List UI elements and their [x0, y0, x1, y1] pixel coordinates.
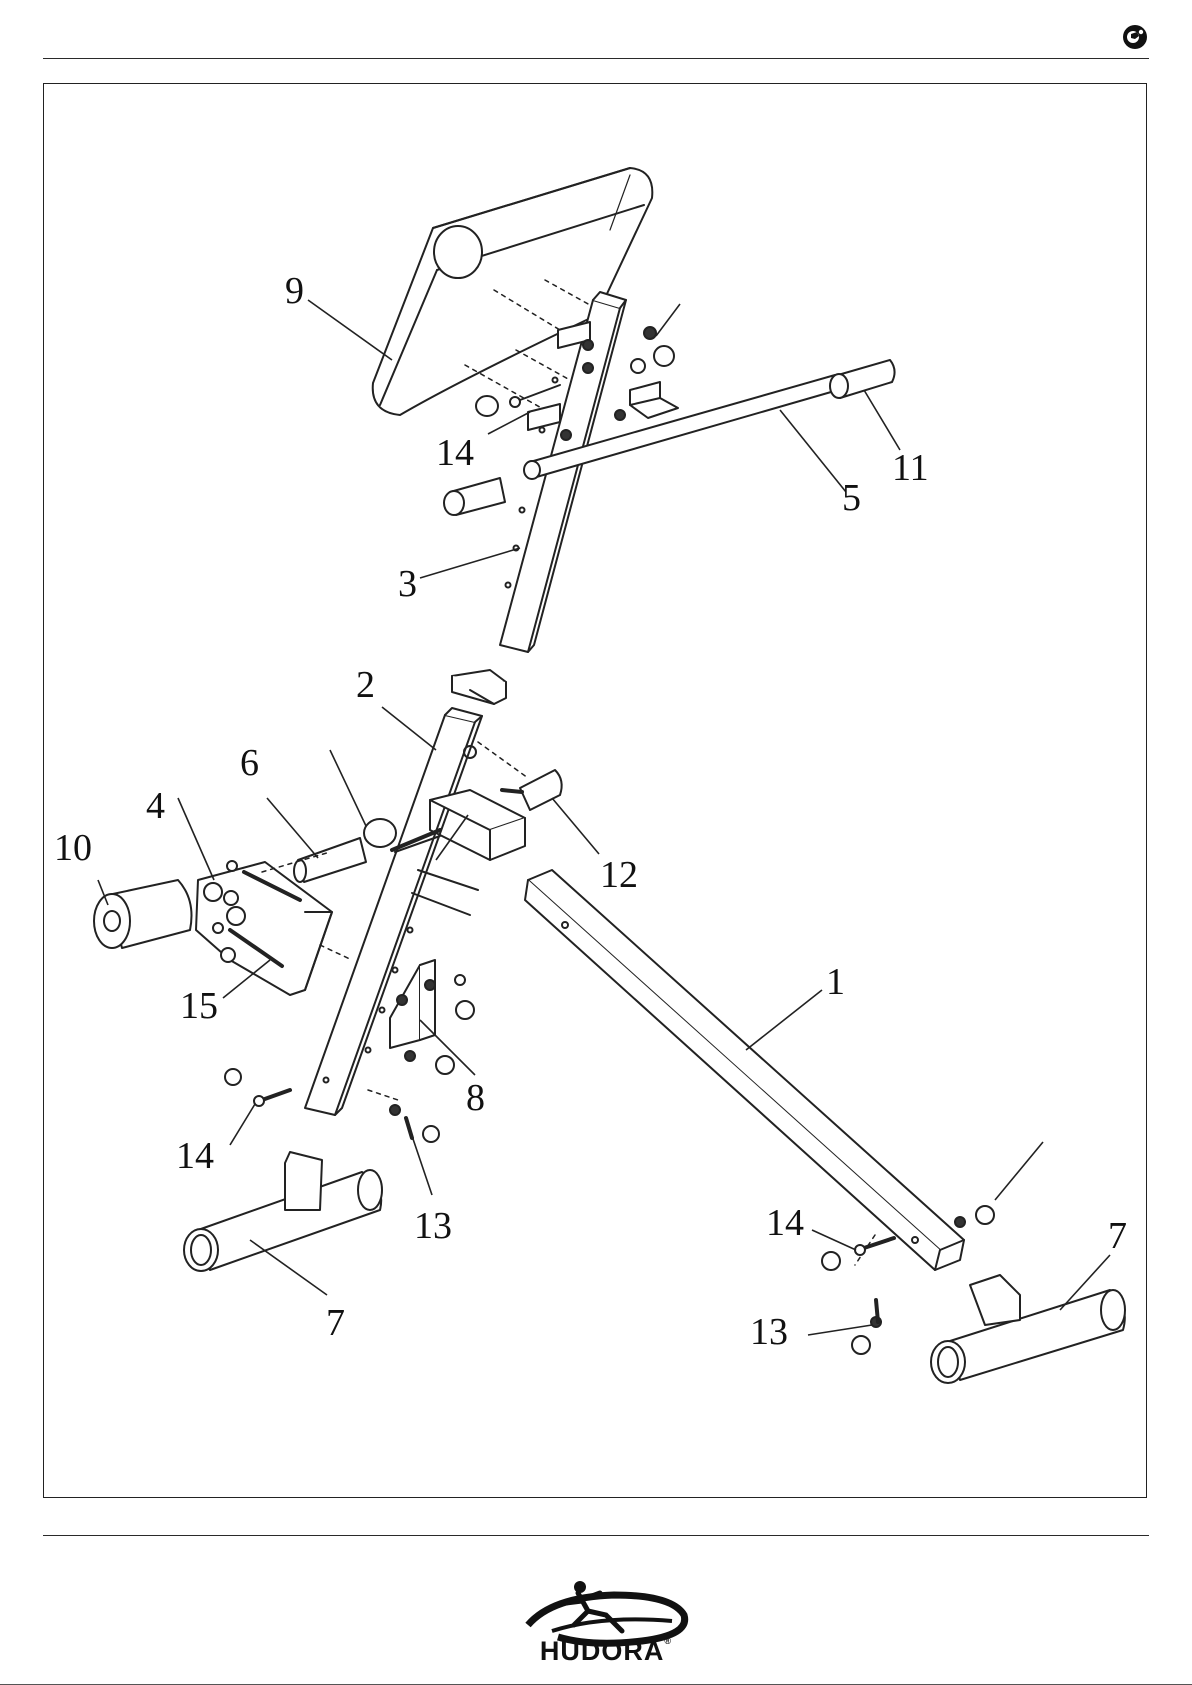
part-9-back-pad [373, 168, 653, 415]
part-7-foot-right [931, 1275, 1125, 1383]
callout-10: 10 [54, 827, 92, 869]
callout-11: 11 [892, 447, 929, 489]
tube-insert-cap [452, 670, 506, 704]
part-1-base-tube [525, 870, 964, 1270]
callout-2: 2 [356, 664, 375, 706]
part-8-bracket [390, 960, 435, 1061]
callout-13-right: 13 [750, 1311, 788, 1353]
part-10-foam-roller [94, 880, 192, 948]
callout-8: 8 [466, 1077, 485, 1119]
footer-rule [43, 1535, 1149, 1536]
callout-6: 6 [240, 742, 259, 784]
callout-9: 9 [285, 270, 304, 312]
callout-14-right: 14 [766, 1202, 804, 1244]
callout-14-left: 14 [176, 1135, 214, 1177]
callout-7-right: 7 [1108, 1215, 1127, 1257]
callout-12: 12 [600, 854, 638, 896]
callout-3: 3 [398, 563, 417, 605]
callout-13-left: 13 [414, 1205, 452, 1247]
callout-15: 15 [180, 985, 218, 1027]
callout-7-left: 7 [326, 1302, 345, 1344]
brand-wordmark: HUDORA® [522, 1636, 690, 1667]
callout-5: 5 [842, 477, 861, 519]
brand-name: HUDORA [540, 1636, 665, 1666]
part-12-knob [502, 770, 562, 810]
part-11-foam-roller-left [444, 478, 505, 515]
registered-mark: ® [664, 1636, 672, 1646]
callout-14-top: 14 [436, 432, 474, 474]
callout-1: 1 [826, 961, 845, 1003]
callout-4: 4 [146, 785, 165, 827]
part-11-foam-roller-right [830, 360, 895, 398]
